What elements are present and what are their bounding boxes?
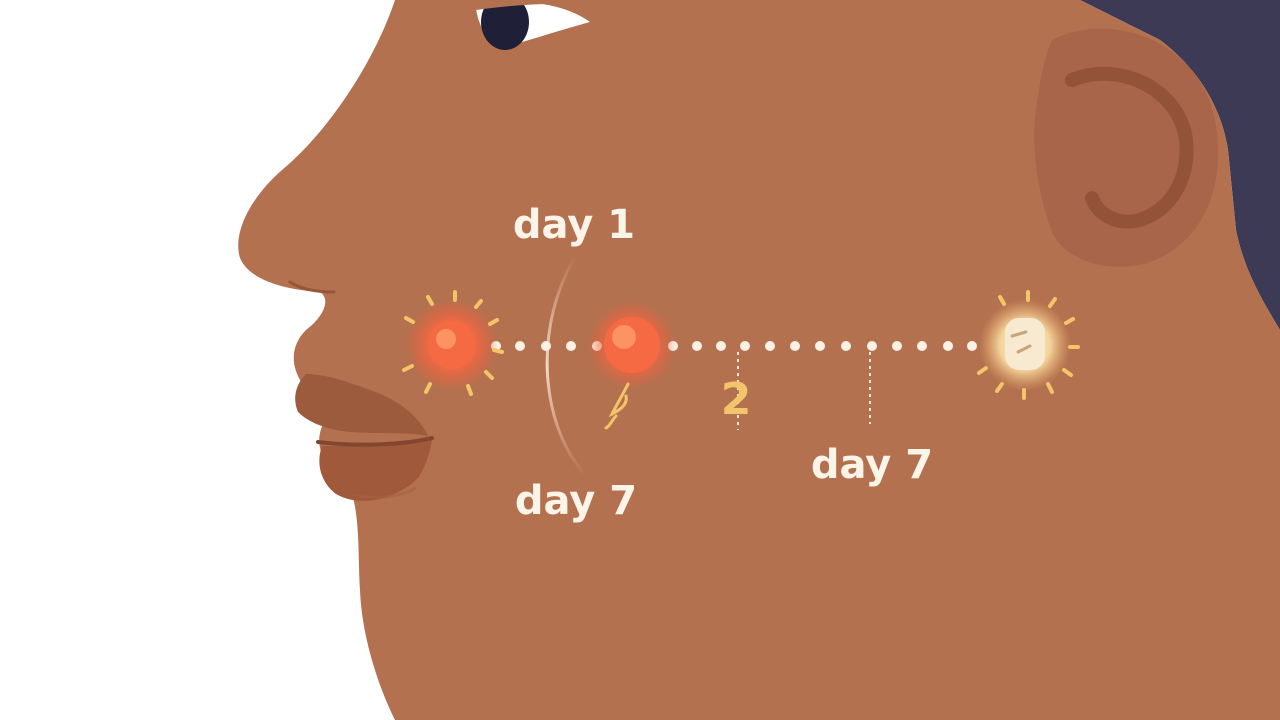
upper-lip — [295, 374, 428, 436]
healed-skin-icon — [979, 299, 1071, 391]
label-day-7-bottom: day 7 — [515, 478, 637, 524]
sparkle-ring-icon — [977, 290, 1080, 400]
label-tick-2: 2 — [721, 374, 752, 425]
label-day-1: day 1 — [513, 202, 635, 248]
face-silhouette — [238, 0, 1280, 720]
sparkle-ring-icon — [402, 290, 504, 396]
ear-inner — [1065, 66, 1194, 229]
inflamed-spot-icon — [588, 301, 676, 389]
nostril — [288, 280, 336, 294]
lower-lip — [319, 440, 432, 501]
lip-line — [316, 436, 434, 447]
chin-shading — [351, 486, 417, 499]
label-day-7-right: day 7 — [811, 442, 933, 488]
timeline-arc — [545, 255, 588, 477]
eyelid — [470, 0, 600, 10]
pupil — [481, 0, 529, 50]
scribble-mark — [604, 382, 630, 430]
hair — [1080, 0, 1280, 330]
inflamed-spot-icon — [406, 299, 498, 391]
